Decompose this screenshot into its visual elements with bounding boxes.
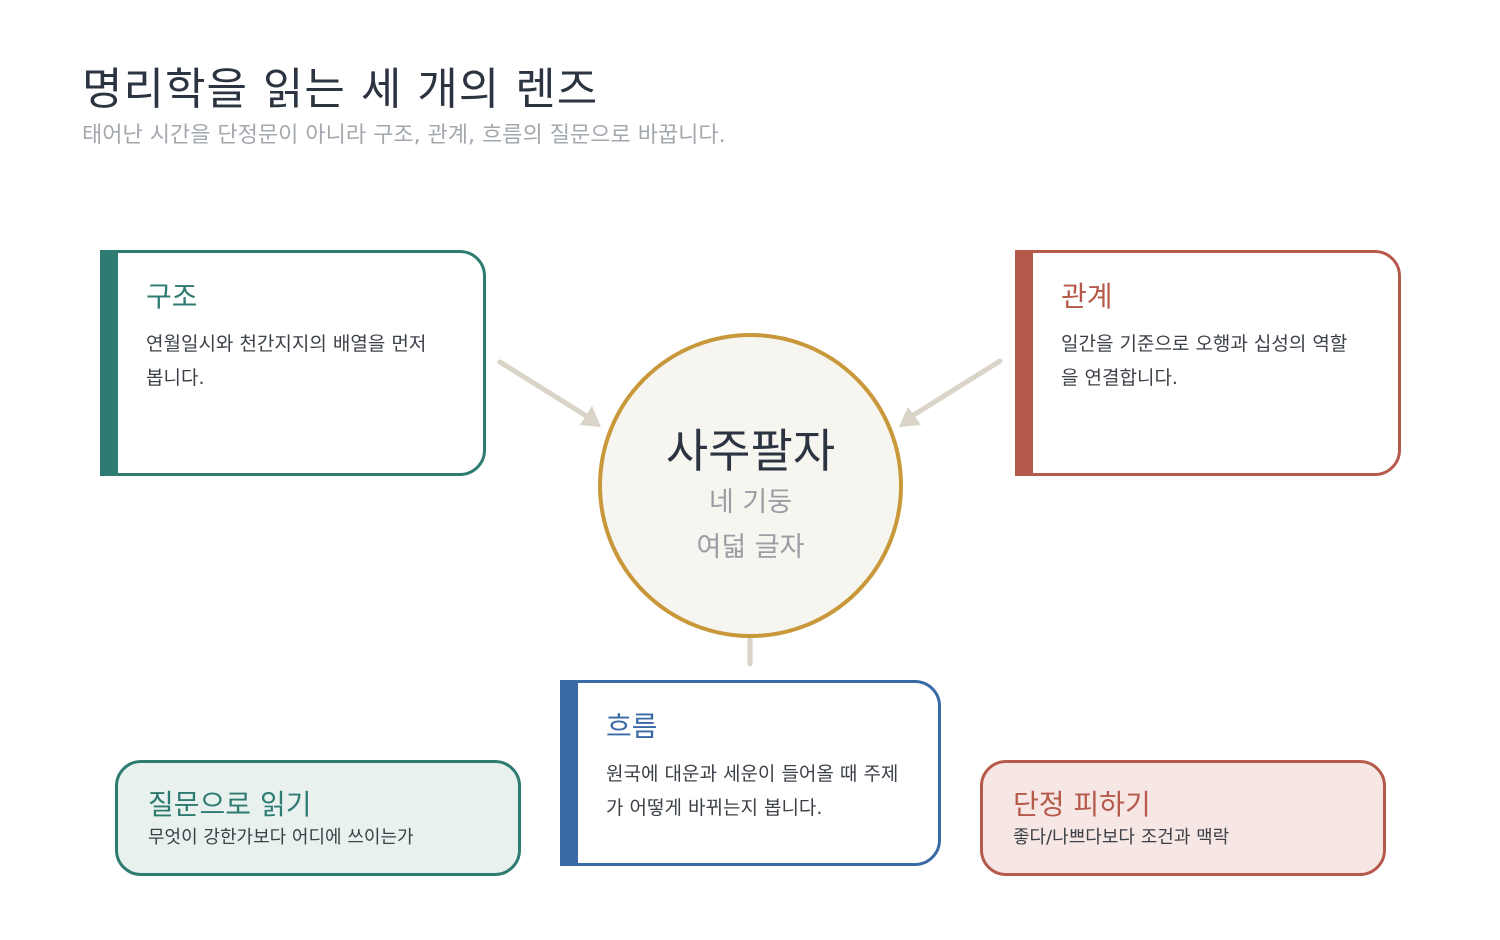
note-card-avoid: 단정 피하기 좋다/나쁘다보다 조건과 맥락: [980, 760, 1386, 876]
page-title: 명리학을 읽는 세 개의 렌즈: [82, 64, 599, 115]
arrow-relation-to-center: [909, 358, 1003, 419]
note-heading-question: 질문으로 읽기: [148, 788, 312, 821]
page-subtitle: 태어난 시간을 단정문이 아니라 구조, 관계, 흐름의 질문으로 바꿉니다.: [82, 123, 726, 148]
note-text-question: 무엇이 강한가보다 어디에 쓰이는가: [148, 827, 414, 848]
center-line-characters: 여덟 글자: [696, 532, 805, 563]
arrow-head-structure: [580, 406, 601, 427]
lens-card-flow: 흐름 원국에 대운과 세운이 들어올 때 주제가 어떻게 바뀌는지 봅니다.: [560, 680, 941, 866]
arrow-head-relation: [899, 407, 921, 427]
note-text-avoid: 좋다/나쁘다보다 조건과 맥락: [1013, 827, 1230, 848]
lens-heading-relation: 관계: [1061, 280, 1113, 313]
lens-heading-flow: 흐름: [606, 710, 658, 743]
lens-accent-bar: [560, 680, 578, 866]
note-card-question: 질문으로 읽기 무엇이 강한가보다 어디에 쓰이는가: [115, 760, 521, 876]
lens-card-structure: 구조 연월일시와 천간지지의 배열을 먼저 봅니다.: [100, 250, 486, 476]
lens-body-relation: 일간을 기준으로 오행과 십성의 역할을 연결합니다.: [1061, 333, 1348, 389]
lens-accent-bar: [100, 250, 118, 476]
lens-heading-structure: 구조: [146, 280, 198, 313]
lens-card-relation: 관계 일간을 기준으로 오행과 십성의 역할을 연결합니다.: [1015, 250, 1401, 476]
lens-body-structure: 연월일시와 천간지지의 배열을 먼저 봅니다.: [146, 333, 427, 389]
lens-accent-bar: [1015, 250, 1033, 476]
center-line-pillars: 네 기둥: [708, 487, 793, 518]
center-title: 사주팔자: [665, 424, 836, 478]
note-heading-avoid: 단정 피하기: [1013, 788, 1151, 821]
center-node: 사주팔자 네 기둥 여덟 글자: [598, 333, 903, 638]
lens-body-flow: 원국에 대운과 세운이 들어올 때 주제가 어떻게 바뀌는지 봅니다.: [606, 763, 899, 819]
arrow-structure-to-center: [497, 359, 591, 420]
